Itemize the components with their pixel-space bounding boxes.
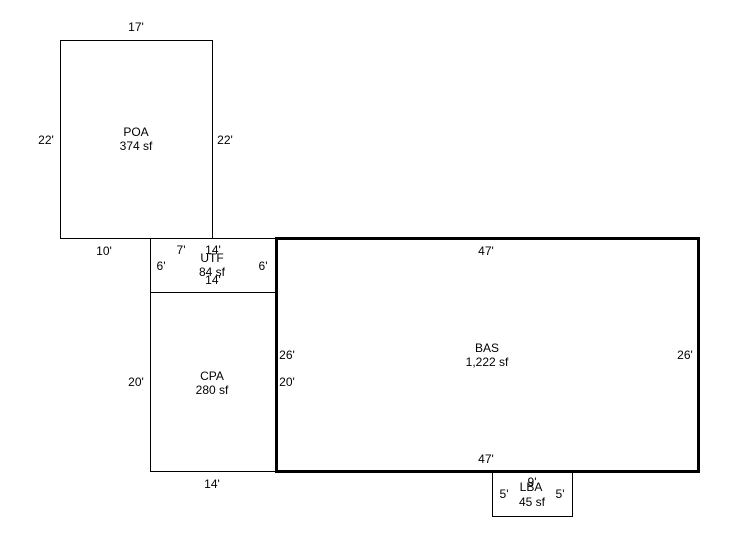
poa-outline [60,40,213,239]
lba-code-label: LBA [520,480,543,494]
dim-cpa-right: 20' [279,375,295,389]
dim-bas-left: 26' [279,348,295,362]
cpa-area-label: 280 sf [196,383,229,397]
dim-cpa-left: 20' [128,375,144,389]
utf-code-label: UTF [200,251,223,265]
cpa-code-label: CPA [200,369,224,383]
dim-cpa-bottom: 14' [204,477,220,491]
dim-poa-left: 22' [38,133,54,147]
dim-lba-right: 5' [556,487,565,501]
utf-area-label: 84 sf [199,265,226,279]
bas-code-label: BAS [475,341,499,355]
dim-lba-left: 5' [500,487,509,501]
lba-area-label: 45 sf [519,495,546,509]
dim-bas-right: 26' [677,348,693,362]
dim-bas-top: 47' [478,244,494,258]
bas-outline [275,237,700,473]
dim-utf-left: 6' [157,259,166,273]
dim-bas-bottom: 47' [478,452,494,466]
poa-area-label: 374 sf [120,139,153,153]
dim-lba-top: 9' [528,475,537,489]
dim-utf-right: 6' [259,259,268,273]
dim-poa-top: 17' [128,20,144,34]
dim-poa-right: 22' [217,133,233,147]
bas-area-label: 1,222 sf [466,355,509,369]
poa-code-label: POA [123,125,148,139]
dim-poa-bottom-left: 10' [96,244,112,258]
dim-utf-bottom: 14' [205,273,221,287]
dim-utf-top: 14' [205,243,221,257]
dim-utf-top-left: 7' [177,243,186,257]
